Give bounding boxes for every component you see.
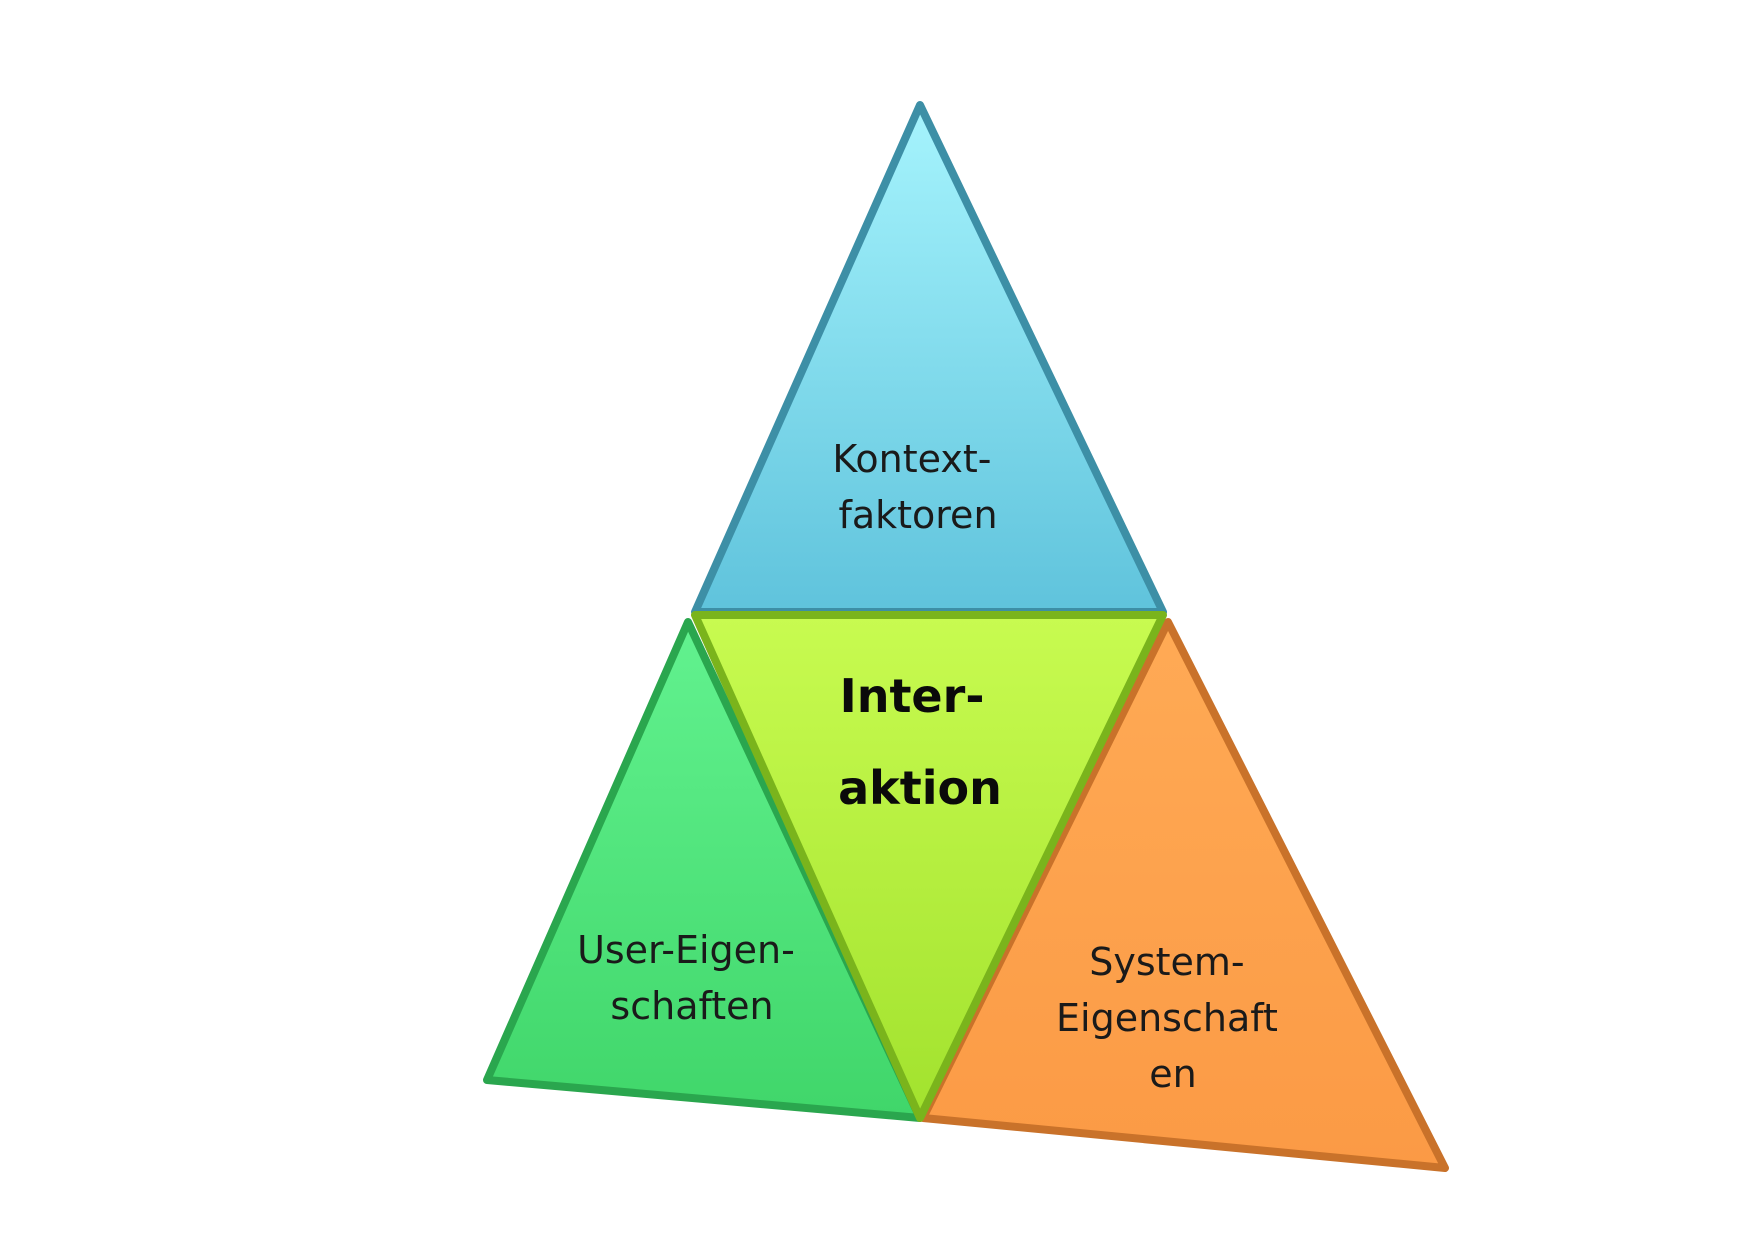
triangle-user-eigenschaften (483, 618, 924, 1122)
label-line: Eigenschaft (1056, 996, 1278, 1040)
label-user-eigenschaften: User-Eigen- schaften (577, 928, 807, 1028)
label-line: aktion (838, 761, 1002, 815)
label-kontextfaktoren: Kontext- faktoren (832, 437, 1003, 537)
triangle-interaktion (691, 611, 1167, 1122)
label-line: Inter- (840, 669, 985, 723)
label-line: Kontext- (832, 437, 991, 481)
label-line: en (1149, 1052, 1196, 1096)
label-line: User-Eigen- (577, 928, 795, 972)
label-interaktion: Inter- aktion (838, 669, 1002, 815)
label-line: schaften (610, 984, 773, 1028)
triangle-system-eigenschaften (919, 618, 1449, 1172)
label-system-eigenschaften: System- Eigenschaft en (1056, 940, 1290, 1096)
label-line: System- (1089, 940, 1244, 984)
label-line: faktoren (838, 493, 997, 537)
